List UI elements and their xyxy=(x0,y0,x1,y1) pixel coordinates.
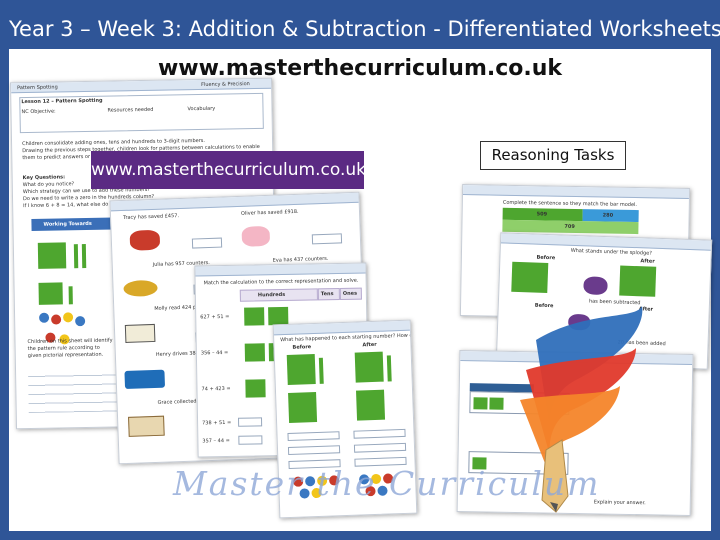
piggy-bank-icon-2 xyxy=(241,225,271,247)
master-the-curriculum-logo: Master the Curriculum xyxy=(173,464,601,506)
after-label-1: After xyxy=(362,341,377,349)
vocabulary-heading: Vocabulary xyxy=(187,105,216,113)
after-label-2: After xyxy=(640,258,655,265)
tracy-question: Tracy has saved £457. xyxy=(122,213,180,221)
book-icon xyxy=(124,323,156,343)
calc-1: 627 + 51 = xyxy=(200,313,230,321)
calc-5: 357 – 44 = xyxy=(202,437,230,445)
nc-objective: NC Objective: xyxy=(21,108,56,116)
calc-4: 738 + 51 = xyxy=(202,419,232,427)
reasoning-tasks-label: Reasoning Tasks xyxy=(480,141,626,170)
wt-note-1: Children on this sheet will identify xyxy=(27,337,113,346)
tens-header: Tens xyxy=(320,291,334,298)
lesson-tab: Pattern Spotting xyxy=(17,84,58,92)
bar-value-1: 509 xyxy=(536,211,548,218)
splodge-question: What stands under the splodge? xyxy=(570,247,653,257)
bar-value-3: 709 xyxy=(564,223,575,230)
website-url-badge: www.masterthecurriculum.co.uk xyxy=(91,151,366,189)
calc-2: 356 – 44 = xyxy=(200,349,229,357)
before-label-1: Before xyxy=(292,344,312,351)
ones-header: Ones xyxy=(342,290,358,297)
key-question-1: What do you notice? xyxy=(22,181,75,189)
match-instruction: Match the calculation to the correct rep… xyxy=(203,277,359,287)
wt-note-2: the pattern rule according to xyxy=(27,344,100,353)
oliver-question: Oliver has saved £918. xyxy=(240,208,299,217)
lesson-header: Fluency & Precision xyxy=(201,81,250,88)
hundreds-header: Hundreds xyxy=(257,291,286,299)
reasoning-question: Complete the sentence so they match the … xyxy=(502,199,638,209)
bar-value-2: 280 xyxy=(602,212,614,219)
piggy-bank-icon xyxy=(129,229,161,251)
stamps-icon xyxy=(128,415,165,437)
wt-note-3: given pictorial representation. xyxy=(27,351,104,360)
calc-3: 74 + 423 = xyxy=(201,385,231,393)
flame-pencil-logo xyxy=(520,306,643,513)
resources-heading: Resources needed xyxy=(107,106,154,114)
website-url-top: www.masterthecurriculum.co.uk xyxy=(157,56,563,81)
logo-text: Master the Curriculum xyxy=(173,464,601,503)
coins-icon xyxy=(123,279,158,297)
working-towards-label: Working Towards xyxy=(43,220,92,228)
bus-icon xyxy=(124,369,166,390)
before-label-2: Before xyxy=(536,254,556,262)
slide-title: Year 3 – Week 3: Addition & Subtraction … xyxy=(9,9,720,49)
key-questions: Key Questions: xyxy=(22,174,66,182)
